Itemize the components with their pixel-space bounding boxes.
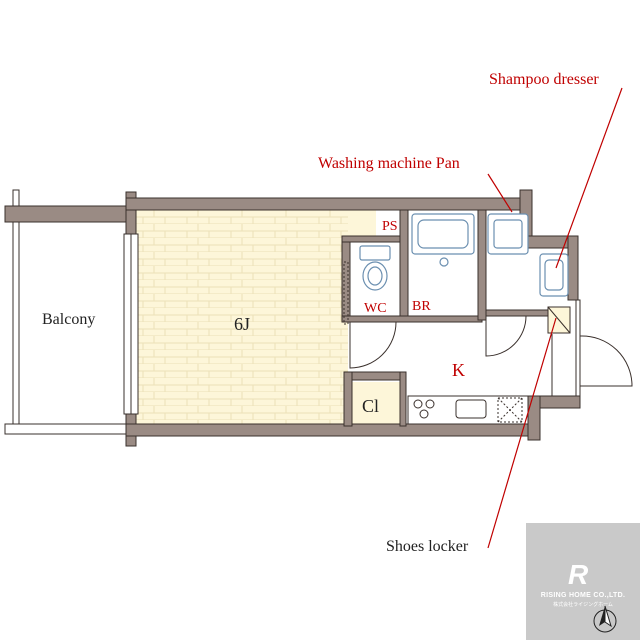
company-logo-subname: 株式会社ライジングホーム bbox=[553, 602, 613, 608]
shampoo-dresser-leader bbox=[555, 87, 623, 269]
ps-label: PS bbox=[382, 219, 398, 234]
wc-label: WC bbox=[364, 301, 387, 316]
ps-floor bbox=[348, 210, 376, 236]
balcony-label: Balcony bbox=[42, 311, 95, 328]
shoes-locker-leader bbox=[487, 317, 557, 549]
company-logo-name: RISING HOME CO.,LTD. bbox=[540, 592, 626, 599]
closet-label: Cl bbox=[362, 396, 379, 416]
washing-machine-pan-label: Washing machine Pan bbox=[318, 155, 460, 172]
washing-machine-pan bbox=[487, 213, 529, 255]
doors bbox=[349, 299, 633, 397]
north-arrow-icon bbox=[593, 605, 617, 633]
interior-walls bbox=[341, 209, 549, 427]
washing-machine-leader bbox=[487, 173, 513, 213]
company-logo bbox=[526, 523, 640, 640]
toilet bbox=[359, 245, 391, 291]
balcony-window bbox=[123, 233, 139, 415]
shoes-locker-label: Shoes locker bbox=[386, 538, 469, 555]
main-room-floor bbox=[136, 210, 348, 424]
company-logo-mark: R bbox=[568, 559, 589, 590]
shampoo-dresser-label: Shampoo dresser bbox=[489, 71, 599, 88]
shampoo-dresser-sink bbox=[539, 253, 569, 297]
kitchen-counter bbox=[407, 395, 529, 425]
main-room-label: 6J bbox=[234, 314, 250, 334]
br-label: BR bbox=[412, 299, 431, 314]
closet-floor bbox=[352, 382, 400, 426]
balcony bbox=[4, 189, 134, 435]
bath-tub bbox=[411, 213, 475, 267]
wc-door-rail bbox=[343, 261, 349, 325]
kitchen-label: K bbox=[452, 360, 465, 380]
